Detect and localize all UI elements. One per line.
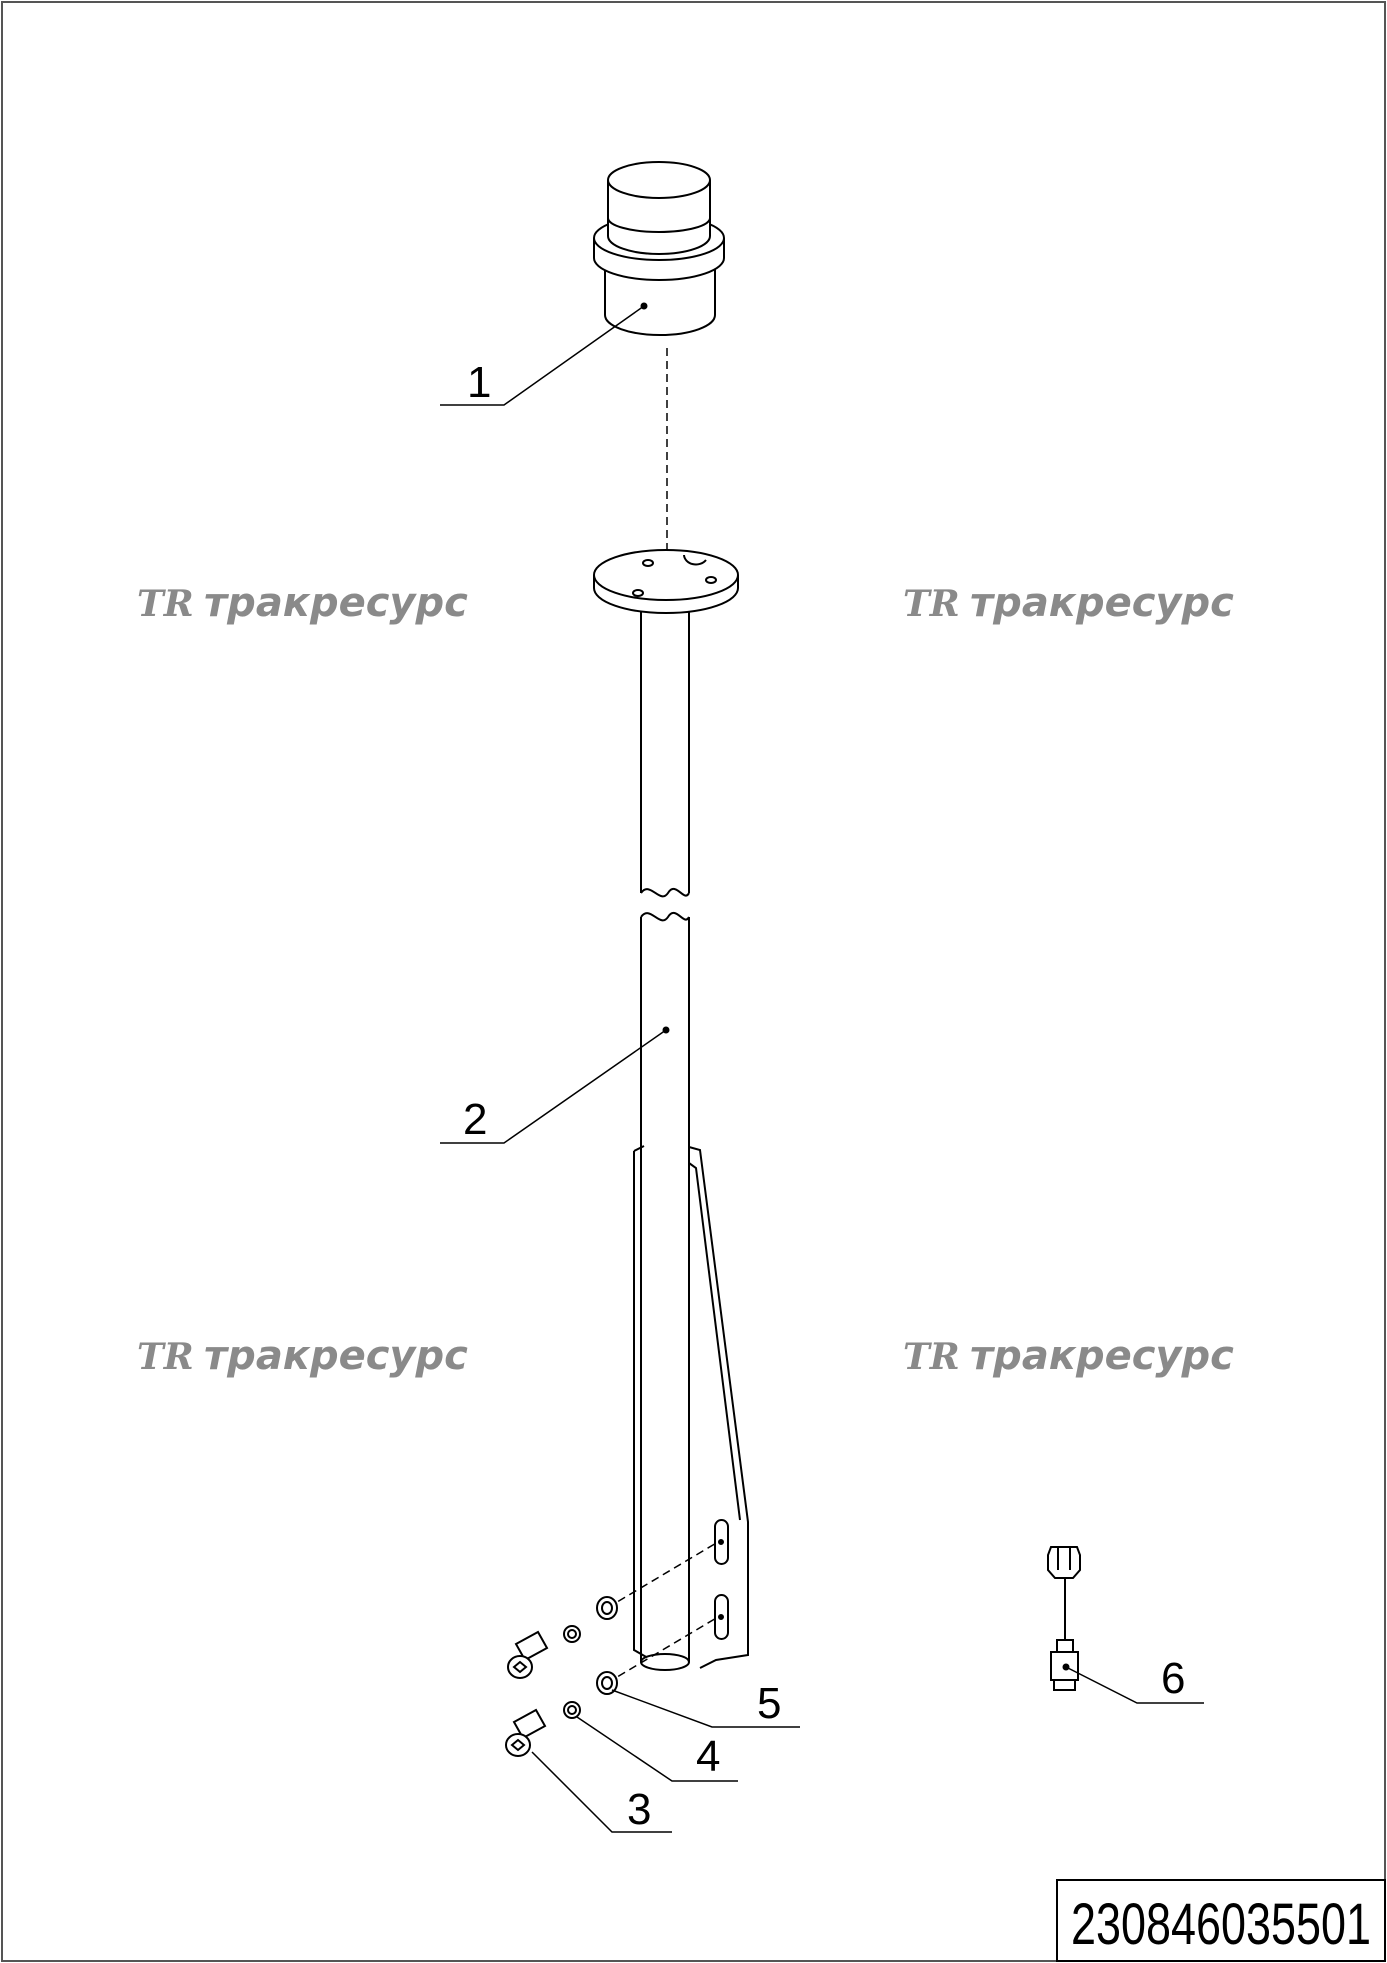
callout-1: 1 bbox=[467, 358, 491, 407]
pole-assembly bbox=[593, 549, 749, 1671]
watermark-text: тракресурс bbox=[204, 580, 468, 626]
callout-4: 4 bbox=[696, 1732, 720, 1781]
callout-2: 2 bbox=[463, 1095, 487, 1144]
watermark-logo: TR bbox=[137, 1336, 194, 1378]
electrical-connector bbox=[1047, 1546, 1081, 1691]
watermark-top-left: TR тракресурс bbox=[137, 580, 468, 626]
watermark-text: тракресурс bbox=[204, 1333, 468, 1379]
watermark-logo: TR bbox=[137, 583, 194, 625]
fastener-axes bbox=[606, 1541, 719, 1684]
watermark-bottom-right: TR тракресурс bbox=[903, 1333, 1234, 1379]
leader-lines bbox=[440, 305, 1204, 1833]
fastener-set-upper bbox=[507, 1596, 618, 1679]
watermark-bottom-left: TR тракресурс bbox=[137, 1333, 468, 1379]
watermark-text: тракресурс bbox=[970, 1333, 1234, 1379]
callout-6: 6 bbox=[1161, 1654, 1185, 1703]
callout-3: 3 bbox=[627, 1785, 651, 1834]
document-number: 230846035501 bbox=[1071, 1892, 1371, 1957]
callout-5: 5 bbox=[757, 1679, 781, 1728]
watermark-logo: TR bbox=[903, 583, 960, 625]
watermark-text: тракресурс bbox=[970, 580, 1234, 626]
watermark-logo: TR bbox=[903, 1336, 960, 1378]
watermark-top-right: TR тракресурс bbox=[903, 580, 1234, 626]
fastener-set-lower bbox=[505, 1671, 618, 1757]
beacon-lamp bbox=[593, 161, 725, 336]
document-number-box bbox=[1056, 1879, 1386, 1962]
